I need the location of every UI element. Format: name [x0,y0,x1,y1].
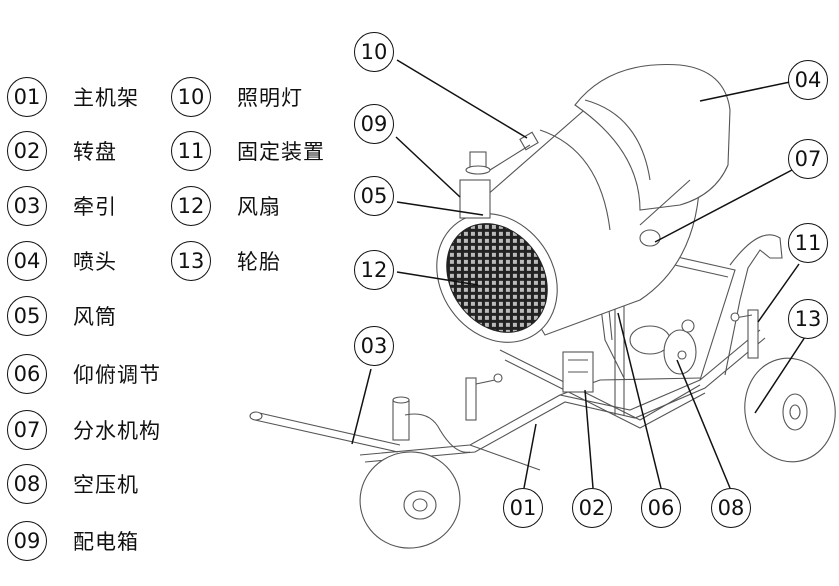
callout-04: 04 [788,60,828,100]
legend-label: 牵引 [73,195,117,219]
legend-item-11: 11 固定装置 [171,131,325,171]
legend-item-07: 07 分水机构 [7,410,161,450]
leader-lines [351,59,806,489]
legend-item-06: 06 仰俯调节 [7,354,161,394]
callout-03: 03 [354,326,394,366]
tow-bar [249,411,401,453]
rear-wheel [744,357,836,463]
electrical-box [459,151,491,219]
rear-stand [730,309,759,359]
leader-11 [757,263,800,323]
leader-13 [754,336,806,414]
legend-item-10: 10 照明灯 [171,77,303,117]
legend-number: 12 [171,186,211,226]
legend-number: 07 [7,410,47,450]
legend-number: 09 [7,521,47,561]
legend-label: 空压机 [73,473,139,497]
legend-item-03: 03 牵引 [7,186,117,226]
legend-item-13: 13 轮胎 [171,241,281,281]
legend-number: 08 [7,464,47,504]
leader-06 [617,312,662,489]
callout-09: 09 [354,104,394,144]
leader-07 [654,169,793,243]
legend-label: 风扇 [237,195,281,219]
leader-04 [699,81,791,102]
callout-07: 07 [788,139,828,179]
legend-number: 11 [171,131,211,171]
legend-number: 03 [7,186,47,226]
leader-12 [396,271,479,286]
legend-number: 10 [171,77,211,117]
compressor [629,319,697,375]
legend-label: 转盘 [73,140,117,164]
front-wheel [359,451,461,549]
legend-item-08: 08 空压机 [7,464,139,504]
light [489,131,539,171]
front-stand [392,373,503,453]
leader-08 [676,359,731,489]
legend-number: 13 [171,241,211,281]
legend-label: 固定装置 [237,140,325,164]
leader-02 [584,389,594,489]
legend-item-09: 09 配电箱 [7,521,139,561]
legend-item-01: 01 主机架 [7,77,139,117]
callout-11: 11 [788,223,828,263]
leader-09 [395,136,461,198]
legend-label: 照明灯 [237,86,303,110]
legend-item-04: 04 喷头 [7,241,117,281]
legend-item-02: 02 转盘 [7,131,117,171]
legend-item-12: 12 风扇 [171,186,281,226]
callout-06: 06 [641,488,681,528]
legend-number: 02 [7,131,47,171]
callout-08: 08 [711,488,751,528]
legend-label: 喷头 [73,250,117,274]
legend-label: 分水机构 [73,419,161,443]
legend-label: 配电箱 [73,530,139,554]
legend-label: 主机架 [73,86,139,110]
legend-number: 01 [7,77,47,117]
leader-10 [396,59,528,139]
callout-10: 10 [354,32,394,72]
callout-13: 13 [788,299,828,339]
callout-01: 01 [503,488,543,528]
legend-label: 轮胎 [237,250,281,274]
nozzle-ring [574,63,731,211]
legend-label: 风筒 [73,305,117,329]
legend-number: 06 [7,354,47,394]
callout-02: 02 [572,488,612,528]
leader-03 [351,368,372,445]
legend-number: 05 [7,296,47,336]
leader-05 [396,201,484,216]
turntable [562,351,594,393]
legend-number: 04 [7,241,47,281]
callout-12: 12 [354,250,394,290]
callout-05: 05 [354,176,394,216]
legend-label: 仰俯调节 [73,363,161,387]
legend-item-05: 05 风筒 [7,296,117,336]
leader-01 [523,423,537,489]
fan-mesh [436,213,558,343]
